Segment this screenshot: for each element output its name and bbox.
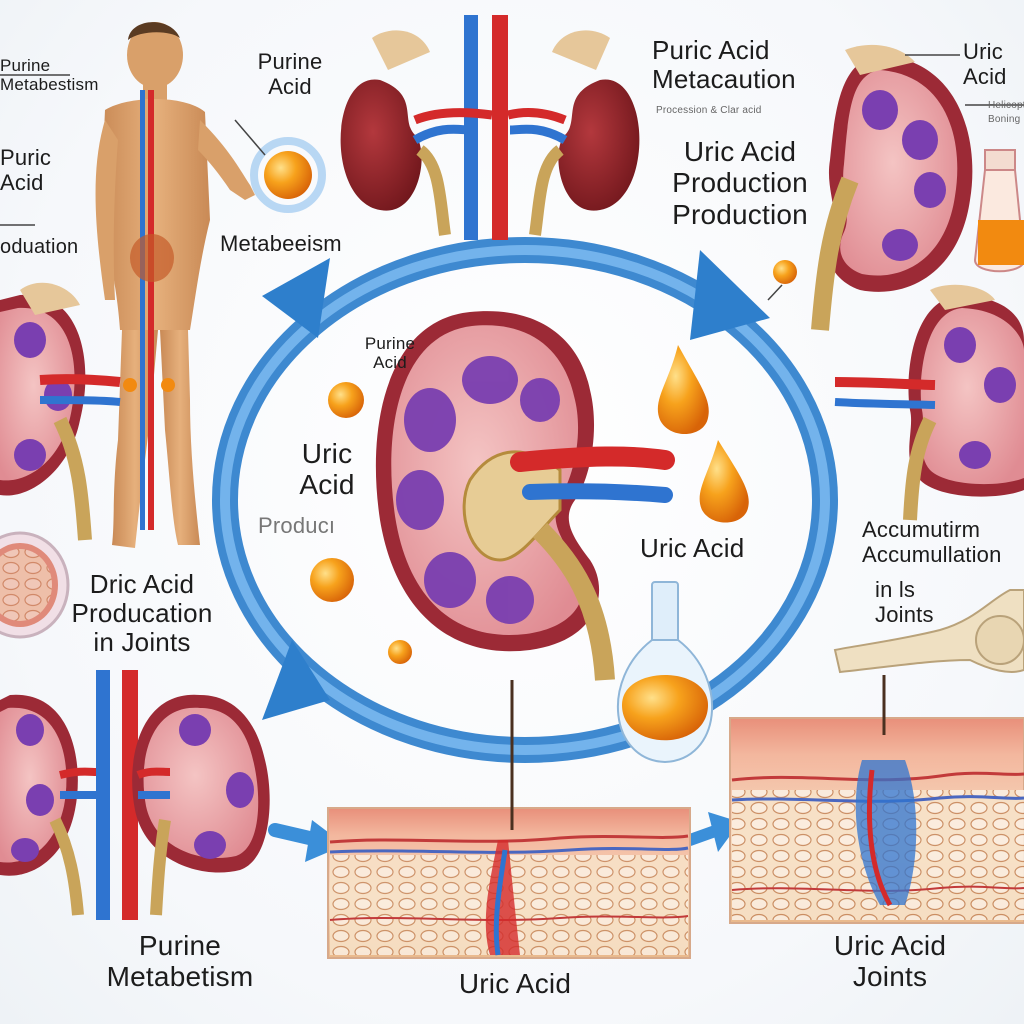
kidney-pair-top xyxy=(340,15,640,240)
label-small-caption: Procession & Clar acid xyxy=(656,105,762,116)
bone-joint xyxy=(833,589,1024,674)
label-purine-metabestism: Purine Metabestism xyxy=(0,56,99,95)
label-purine-metabetism-bottom: Purine Metabetism xyxy=(106,930,254,993)
beaker-top-right xyxy=(973,149,1024,273)
label-puric-acid-left: Puric Acid xyxy=(0,145,52,195)
kidney-left-middle xyxy=(0,282,121,541)
kidney-top-right xyxy=(811,44,973,331)
cycle-arrowhead-bottom-left xyxy=(262,640,330,720)
label-uric-acid-center-right: Uric Acid xyxy=(640,533,745,563)
label-uric-acid-production-top: Uric Acid Production Production xyxy=(672,136,808,230)
kidney-right-middle xyxy=(834,284,1024,521)
pointer-lines xyxy=(0,54,1024,301)
uric-acid-droplets xyxy=(250,137,797,664)
label-uric-acid-top-right: Uric Acid xyxy=(963,39,1007,89)
label-purine-acid-center: Purine Acid xyxy=(364,334,416,373)
label-oduation: oduation xyxy=(0,236,79,258)
flask-center xyxy=(616,581,714,764)
cycle-arrowhead-top-right xyxy=(690,250,770,340)
label-dric-acid-joints: Dric Acid Producation in Joints xyxy=(71,569,213,658)
label-uric-acid-bottom-center: Uric Acid xyxy=(458,968,572,999)
tissue-block-right xyxy=(729,675,1024,924)
label-tiny-right-1: Helicopter xyxy=(988,100,1024,111)
label-metabeeism: Metabeeism xyxy=(220,231,342,256)
tissue-block-center xyxy=(327,680,691,959)
label-production-center: Producı xyxy=(258,513,336,538)
label-uric-acid-center: Uric Acid xyxy=(299,438,355,501)
kidney-pair-bottom-left xyxy=(0,670,270,920)
label-purine-acid-top: Purine Acid xyxy=(257,49,323,99)
kidney-cross-section-center xyxy=(375,311,675,681)
label-puric-acid-metacaution: Puric Acid Metacaution xyxy=(652,35,796,95)
human-figure xyxy=(95,22,255,548)
label-tiny-right-2: Boning xyxy=(988,114,1021,125)
label-accumulation: Accumutirm Accumullation xyxy=(862,517,1002,567)
cycle-arrow xyxy=(212,237,838,763)
cycle-arrowhead-top-left xyxy=(262,258,330,338)
petri-dish xyxy=(0,531,70,639)
flow-arrows-bottom xyxy=(268,812,740,862)
label-uric-acid-joints-bottom: Uric Acid Joints xyxy=(833,930,947,993)
label-in-joints-right: in ls Joints xyxy=(875,577,934,627)
